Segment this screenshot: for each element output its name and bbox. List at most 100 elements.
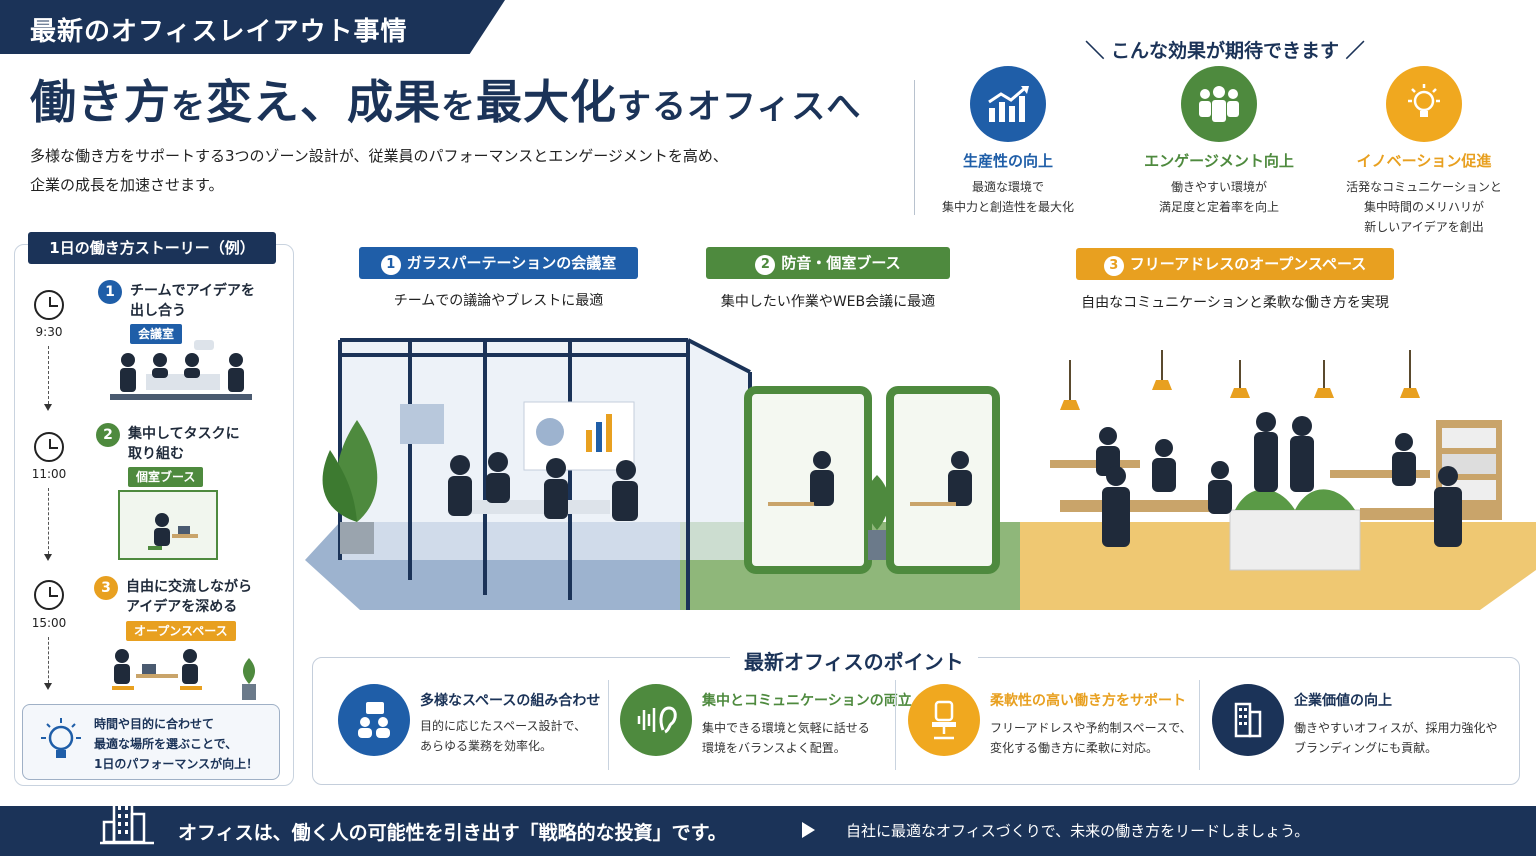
title-part: を [441, 87, 476, 127]
step-text: 自由に交流しながらアイデアを深める [126, 577, 252, 617]
open-space-illustration [112, 649, 256, 700]
effect-line: 最適な環境で [971, 180, 1044, 194]
step-line: チームでアイデアを [130, 283, 255, 299]
zone-label-meeting: 1 ガラスパーテーションの会議室 [359, 247, 638, 279]
point-line: フリーアドレスや予約制スペースで、 [990, 721, 1192, 735]
arrow-down-icon [44, 683, 52, 690]
point-line: 変化する働き方に柔軟に対応。 [990, 741, 1159, 755]
effect-desc: 働きやすい環境が満足度と定着率を向上 [1119, 177, 1319, 217]
points-title: 最新オフィスのポイント [730, 646, 978, 675]
point-title: 企業価値の向上 [1294, 693, 1392, 709]
effects-title: ＼ こんな効果が期待できます ／ [1085, 40, 1365, 62]
zone-desc: 集中したい作業やWEB会議に最適 [720, 294, 936, 310]
point-desc: フリーアドレスや予約制スペースで、変化する働き方に柔軟に対応。 [990, 718, 1192, 758]
effect-productivity: 生産性の向上 最適な環境で集中力と創造性を最大化 [908, 66, 1108, 217]
arrow-down-icon [44, 554, 52, 561]
booth-illustration [118, 490, 218, 560]
title-part: 変え、成果 [206, 75, 441, 129]
point-desc: 働きやすいオフィスが、採用力強化やブランディングにも貢献。 [1294, 718, 1498, 758]
zone-desc: 自由なコミュニケーションと柔軟な働き方を実現 [1081, 295, 1389, 311]
divider [608, 680, 609, 770]
effect-desc: 最適な環境で集中力と創造性を最大化 [908, 177, 1108, 217]
zone-label-open: 3 フリーアドレスのオープンスペース [1076, 248, 1394, 280]
chat-people-icon [338, 684, 410, 756]
tip-text: 時間や目的に合わせて 最適な場所を選ぶことで、 1日のパフォーマンスが向上！ [94, 714, 258, 774]
step-number: 2 [96, 423, 120, 447]
header-banner: 最新のオフィスレイアウト事情 [0, 0, 505, 54]
page-title: 働き方を変え、成果を最大化するオフィスへ [30, 66, 861, 132]
zone-label-text: ガラスパーテーションの会議室 [406, 254, 617, 272]
point-line: 環境をバランスよく配置。 [702, 741, 846, 755]
step-line: 自由に交流しながら [126, 579, 252, 595]
point-line: あらゆる業務を効率化。 [420, 739, 553, 753]
ear-sound-icon [620, 684, 692, 756]
footer-main-text: オフィスは、働く人の可能性を引き出す「戦略的な投資」です。 [178, 822, 727, 844]
lightbulb-icon [41, 718, 81, 758]
planter [1229, 509, 1361, 571]
tip-box [22, 704, 280, 780]
clock-icon [34, 432, 64, 462]
arrow-down-icon [44, 404, 52, 411]
step-text: チームでアイデアを出し合う [130, 281, 255, 321]
point-title: 柔軟性の高い働き方をサポート [990, 693, 1186, 709]
divider [914, 80, 915, 215]
clock-icon [34, 290, 64, 320]
clock-icon [34, 580, 64, 610]
step-text: 集中してタスクに取り組む [128, 424, 240, 464]
office-illustration [305, 338, 1536, 610]
effect-title: エンゲージメント向上 [1144, 152, 1294, 170]
step-line: 出し合う [130, 303, 186, 319]
timeline-dash [48, 637, 49, 683]
divider [895, 680, 896, 770]
effect-line: 集中時間のメリハリが [1363, 200, 1484, 214]
step-time: 15:00 [31, 616, 67, 630]
zone-desc: チームでの議論やブレストに最適 [393, 293, 604, 309]
meeting-table [470, 500, 610, 514]
story-title: 1日の働き方ストーリー（例） [28, 232, 276, 264]
point-title: 集中とコミュニケーションの両立 [702, 693, 912, 709]
step-number: 1 [98, 280, 122, 304]
step-tag: 会議室 [130, 324, 183, 344]
people-icon [1181, 66, 1257, 142]
meeting-illustration [110, 340, 252, 400]
building-icon [100, 798, 154, 845]
step-number: 3 [94, 576, 118, 600]
point-line: 目的に応じたスペース設計で、 [420, 719, 587, 733]
effect-title: 生産性の向上 [962, 152, 1053, 170]
title-part: するオフィスへ [617, 87, 862, 127]
effect-line: 活発なコミュニケーションと [1346, 180, 1502, 194]
zone-number: 1 [380, 255, 401, 275]
wall-picture [400, 404, 444, 444]
point-line: 集中できる環境と気軽に話せる [702, 721, 870, 735]
lightbulb-icon [1386, 66, 1462, 142]
point-title: 多様なスペースの組み合わせ [420, 693, 601, 709]
lead-line: 企業の成長を加速させます。 [30, 176, 224, 194]
timeline-dash [48, 346, 49, 404]
tip-line: 時間や目的に合わせて [94, 717, 215, 731]
zone-label-text: フリーアドレスのオープンスペース [1129, 255, 1367, 273]
tip-line: 1日のパフォーマンスが向上！ [94, 757, 259, 771]
divider [1199, 680, 1200, 770]
zone-number: 2 [755, 255, 776, 275]
effect-innovation: イノベーション促進 活発なコミュニケーションと集中時間のメリハリが新しいアイデア… [1324, 66, 1524, 237]
footer-bar [0, 806, 1536, 856]
timeline-dash [48, 488, 49, 554]
lead-line: 多様な働き方をサポートする3つのゾーン設計が、従業員のパフォーマンスとエンゲージ… [30, 147, 728, 165]
step-tag: 個室ブース [128, 467, 204, 487]
zone-number: 3 [1103, 256, 1124, 276]
step-time: 11:00 [31, 467, 67, 481]
step-tag: オープンスペース [126, 621, 236, 641]
point-line: 働きやすいオフィスが、採用力強化や [1294, 721, 1498, 735]
point-line: ブランディングにも貢献。 [1294, 741, 1438, 755]
effect-title: イノベーション促進 [1356, 152, 1492, 170]
tip-line: 最適な場所を選ぶことで、 [94, 737, 238, 751]
building-icon [1212, 684, 1284, 756]
effect-line: 働きやすい環境が [1170, 180, 1267, 194]
step-line: 集中してタスクに [128, 426, 240, 442]
effect-line: 新しいアイデアを創出 [1364, 220, 1484, 234]
effect-desc: 活発なコミュニケーションと集中時間のメリハリが新しいアイデアを創出 [1324, 177, 1524, 237]
chart-up-icon [970, 66, 1046, 142]
title-part: を [171, 87, 206, 127]
step-line: 取り組む [128, 446, 184, 462]
